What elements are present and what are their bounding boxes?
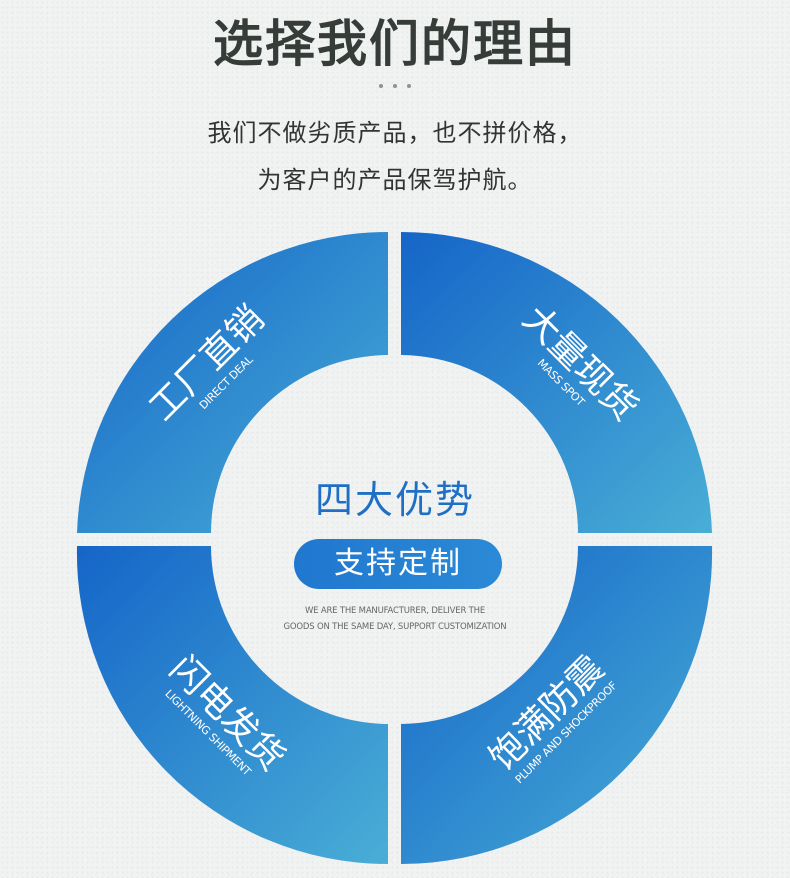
center-description-line-2: GOODS ON THE SAME DAY, SUPPORT CUSTOMIZA… [283,622,507,632]
segment-mass-spot [401,231,712,533]
page-title: 选择我们的理由 [213,15,577,73]
subtitle-line-1: 我们不做劣质产品，也不拼价格， [207,119,583,147]
segment-lightning-shipment [76,546,388,864]
center-title: 四大优势 [314,478,475,522]
subtitle-line-2: 为客户的产品保驾护航。 [257,166,533,194]
segment-direct-deal [77,231,388,534]
center-description-line-1: WE ARE THE MANUFACTURER, DELIVER THE [304,606,486,616]
divider-dots [0,73,790,88]
segment-plump-shockproof [401,546,713,864]
customization-badge: 支持定制 [294,539,502,589]
